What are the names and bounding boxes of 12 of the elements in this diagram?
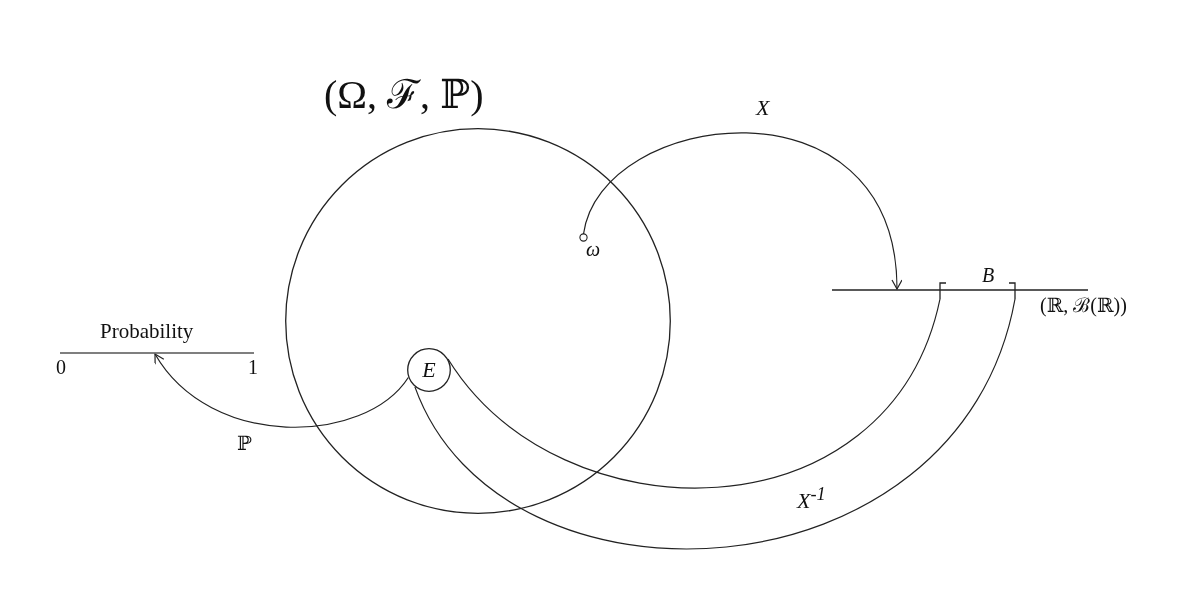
space-title: (Ω, ℱ, ℙ) bbox=[324, 72, 484, 118]
connector-line bbox=[447, 298, 941, 488]
point-label: ω bbox=[586, 238, 601, 261]
space-label: (ℝ, ℬ(ℝ)) bbox=[1040, 295, 1127, 316]
interval-label: B bbox=[982, 265, 995, 285]
arrow bbox=[154, 353, 409, 428]
scale-title: Probability bbox=[100, 320, 194, 344]
event-label: E bbox=[422, 359, 436, 381]
scale-tick-label: 1 bbox=[248, 357, 258, 378]
scale-tick-label: 0 bbox=[56, 357, 66, 378]
connector-line bbox=[414, 298, 1016, 549]
arrow bbox=[582, 132, 902, 290]
